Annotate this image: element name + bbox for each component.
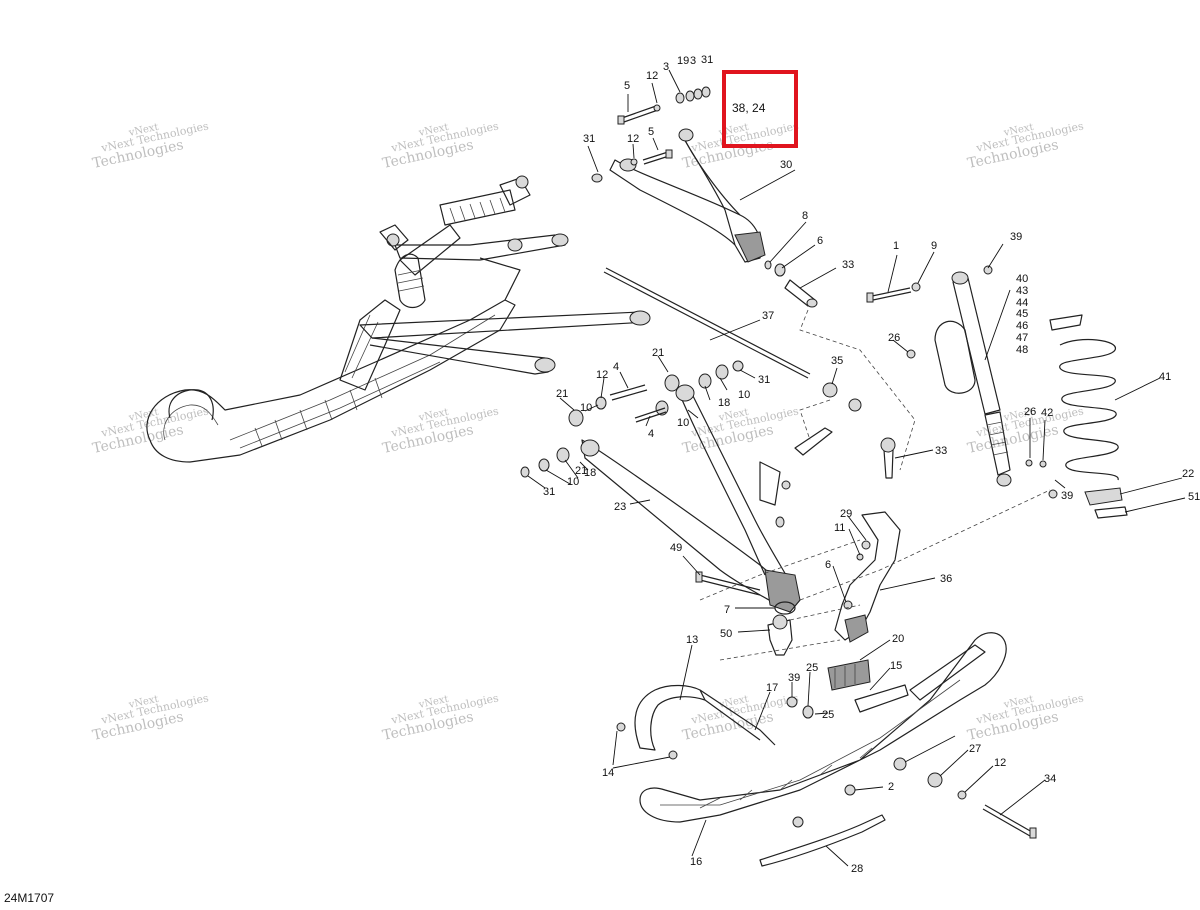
assembled-suspension-illustration <box>146 175 651 463</box>
callout-label: 41 <box>1159 371 1171 383</box>
callout-label: 12 <box>646 70 658 82</box>
callout-label: 10 <box>677 417 689 429</box>
callout-label: 1 <box>893 240 899 252</box>
illustration-reference-code: 24M1707 <box>4 891 55 905</box>
callout-label: 39 <box>788 672 800 684</box>
callout-label: 3 <box>663 61 669 73</box>
callout-label: 26 <box>1024 406 1036 418</box>
callout-label: 22 <box>1182 468 1194 480</box>
callout-label: 31 <box>543 486 555 498</box>
callout-label: 4 <box>613 361 619 373</box>
callout-label: 8 <box>802 210 808 222</box>
callout-label: 25 <box>822 709 834 721</box>
callout-label: 34 <box>1044 773 1056 785</box>
callout-label: 5 <box>648 126 654 138</box>
callout-label: 33 <box>935 445 947 457</box>
callout-label: 47 <box>1016 332 1028 344</box>
callout-leader-lines <box>527 69 1186 867</box>
callout-label: 3 <box>690 55 696 67</box>
callout-label: 6 <box>817 235 823 247</box>
callout-label: 35 <box>831 355 843 367</box>
assembly-dashed-lines <box>699 309 1051 661</box>
callout-label: 5 <box>624 80 630 92</box>
watermarks: vNext vNext Technologies Technologies vN… <box>91 119 1085 744</box>
callout-label: 12 <box>627 133 639 145</box>
callout-label: 30 <box>780 159 792 171</box>
callout-label: 7 <box>724 604 730 616</box>
callout-label: 2 <box>888 781 894 793</box>
callout-label: 51 <box>1188 491 1200 503</box>
callout-label: 19 <box>677 55 689 67</box>
callout-label: 15 <box>890 660 902 672</box>
callout-label: 18 <box>584 467 596 479</box>
lower-a-arm-exploded <box>520 267 896 656</box>
callout-label: 13 <box>686 634 698 646</box>
callout-label: 46 <box>1016 320 1028 332</box>
callout-label: 37 <box>762 310 774 322</box>
callout-label: 21 <box>556 388 568 400</box>
callout-label: 48 <box>1016 344 1028 356</box>
callout-label: 25 <box>806 662 818 674</box>
callout-label: 12 <box>994 757 1006 769</box>
callout-label: 11 <box>834 522 845 534</box>
callout-label: 20 <box>892 633 904 645</box>
callout-label: 31 <box>758 374 770 386</box>
callout-label: 6 <box>825 559 831 571</box>
callout-label: 31 <box>701 54 713 66</box>
highlight-label: 38, 24 <box>732 101 766 115</box>
callout-numbers: 5 12 3 19 3 31 31 12 5 30 8 6 33 1 9 39 … <box>543 54 1200 875</box>
callout-label: 9 <box>931 240 937 252</box>
shock-and-spring-exploded <box>866 265 1128 519</box>
callout-label: 50 <box>720 628 732 640</box>
callout-label: 12 <box>596 369 608 381</box>
callout-label: 21 <box>652 347 664 359</box>
callout-label: 27 <box>969 743 981 755</box>
callout-label: 18 <box>718 397 730 409</box>
callout-label: 44 <box>1016 297 1028 309</box>
callout-label: 21 <box>575 465 587 477</box>
callout-label: 49 <box>670 542 682 554</box>
callout-label: 43 <box>1016 285 1028 297</box>
callout-label: 40 <box>1016 273 1028 285</box>
callout-label: 23 <box>614 501 626 513</box>
callout-label: 10 <box>567 476 579 488</box>
callout-label: 29 <box>840 508 852 520</box>
callout-label: 39 <box>1061 490 1073 502</box>
callout-label: 42 <box>1041 407 1053 419</box>
callout-label: 10 <box>738 389 750 401</box>
callout-label: 14 <box>602 767 614 779</box>
callout-label: 45 <box>1016 308 1028 320</box>
upper-a-arm-exploded <box>591 86 818 308</box>
highlight-box <box>722 70 798 148</box>
callout-label: 33 <box>842 259 854 271</box>
callout-label: 17 <box>766 682 778 694</box>
callout-label: 10 <box>580 402 592 414</box>
callout-label: 16 <box>690 856 702 868</box>
ski-exploded <box>616 632 1037 867</box>
spindle-exploded <box>834 511 901 643</box>
callout-label: 31 <box>583 133 595 145</box>
callout-label: 4 <box>648 428 654 440</box>
callout-label: 36 <box>940 573 952 585</box>
callout-label: 39 <box>1010 231 1022 243</box>
callout-label: 26 <box>888 332 900 344</box>
callout-label: 28 <box>851 863 863 875</box>
